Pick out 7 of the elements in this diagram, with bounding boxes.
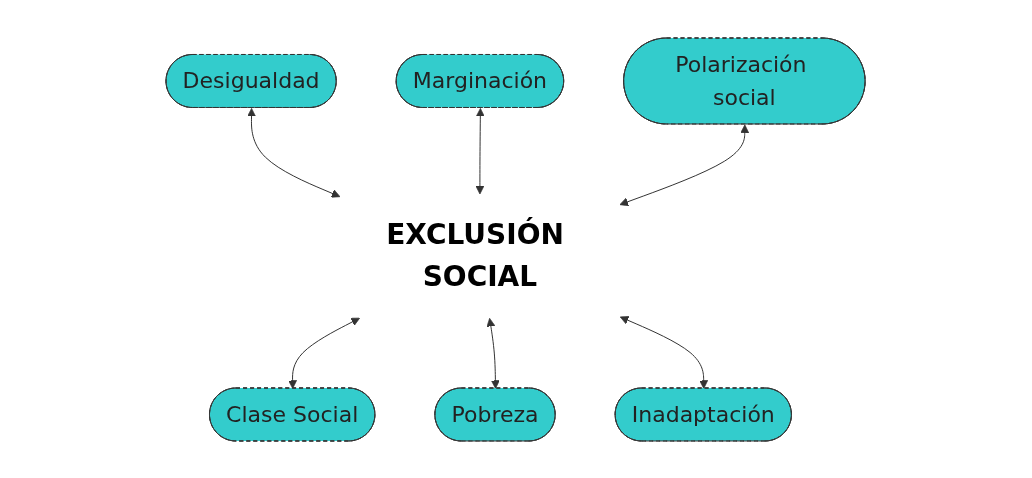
arrow: [486, 317, 501, 389]
arrow: [620, 315, 709, 389]
arrow: [288, 317, 361, 389]
arrow: [475, 107, 486, 194]
node-text: EXCLUSIÓN SOCIAL: [386, 217, 565, 293]
arrow: [619, 124, 750, 206]
arrow: [247, 107, 341, 198]
